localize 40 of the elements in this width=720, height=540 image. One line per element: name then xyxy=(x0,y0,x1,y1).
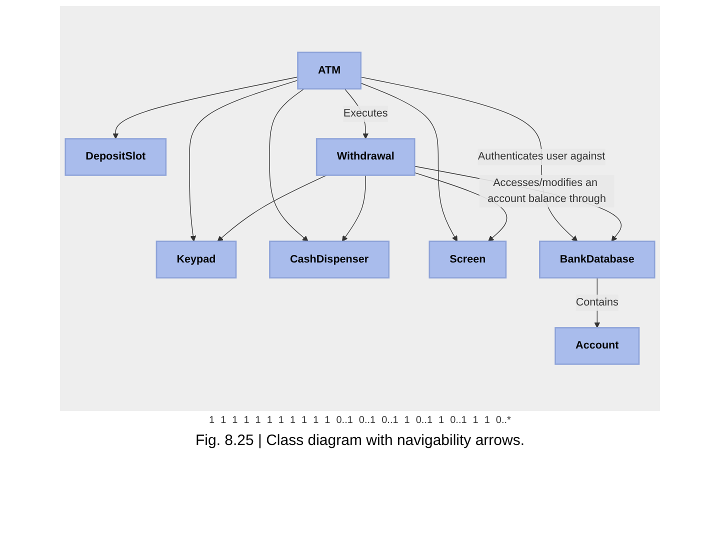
node-box: DepositSlot xyxy=(64,138,167,176)
arrow xyxy=(217,175,328,242)
multiplicity-label: 1 xyxy=(404,415,410,426)
multiplicity-label: 1 xyxy=(313,415,319,426)
multiplicity-label: 1 xyxy=(278,415,284,426)
multiplicity-label: 1 xyxy=(255,415,261,426)
multiplicity-label: 1 xyxy=(484,415,490,426)
edge-label: Contains xyxy=(576,296,618,308)
edge-label: Authenticates user against xyxy=(478,151,606,163)
multiplicity-label: 0..1 xyxy=(382,415,398,426)
arrow xyxy=(189,80,298,242)
arrow xyxy=(342,175,366,242)
multiplicity-label: 1 xyxy=(266,415,272,426)
multiplicity-label: 0..* xyxy=(496,415,511,426)
node-box: CashDispenser xyxy=(269,240,390,279)
arrow xyxy=(112,76,298,140)
multiplicity-label: 1 xyxy=(302,415,308,426)
multiplicity-label: 1 xyxy=(220,415,226,426)
multiplicity-label: 1 xyxy=(209,415,215,426)
multiplicity-label: 1 xyxy=(290,415,296,426)
multiplicity-label: 1 xyxy=(472,415,478,426)
multiplicity-label: 0..1 xyxy=(416,415,433,426)
node-box: Account xyxy=(554,327,640,366)
arrow xyxy=(360,83,458,242)
node-box: Screen xyxy=(428,240,507,279)
node-box: BankDatabase xyxy=(539,240,656,279)
multiplicity-label: 0..1 xyxy=(336,415,353,426)
node-box: Withdrawal xyxy=(316,138,416,176)
edge-label: Executes xyxy=(343,108,388,120)
multiplicity-label: 1 xyxy=(232,415,238,426)
multiplicity-label: 1 xyxy=(324,415,330,426)
multiplicity-label: 1 xyxy=(244,415,250,426)
arrow xyxy=(269,88,308,242)
multiplicity-label: 0..1 xyxy=(358,415,376,426)
caption: Fig. 8.25 | Class diagram with navigability arrows. xyxy=(195,432,525,449)
multiplicity-label: 1 xyxy=(438,415,444,426)
edge-label: Accesses/modifies an account balance through xyxy=(488,177,606,205)
node-box: Keypad xyxy=(156,240,237,279)
multiplicity-label: 0..1 xyxy=(450,415,467,426)
node-box: ATM xyxy=(297,52,362,90)
